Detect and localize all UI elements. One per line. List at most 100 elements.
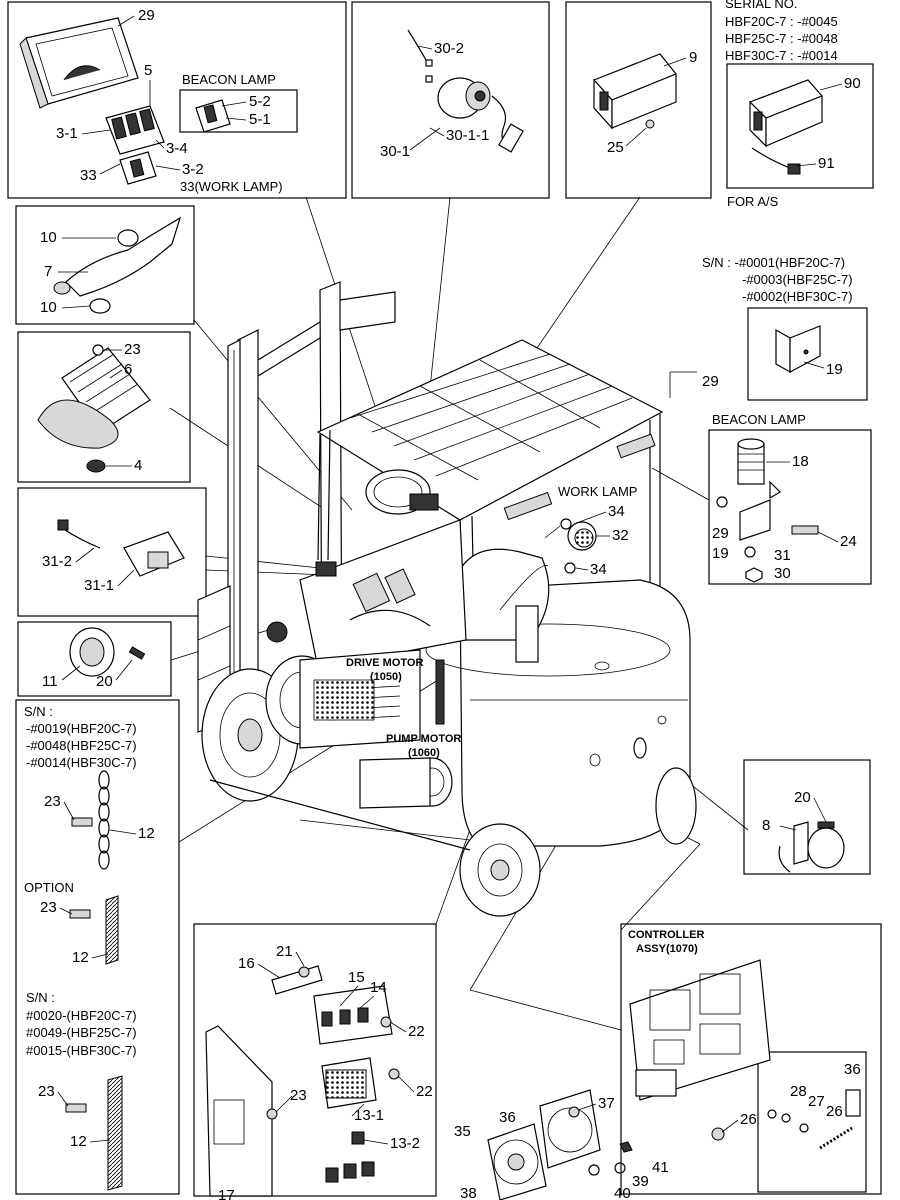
callout-31-1: 31-1	[84, 577, 114, 594]
callout-34-bottom: 34	[590, 561, 607, 578]
callout-10-top: 10	[40, 229, 57, 246]
horn-part	[53, 216, 182, 314]
callout-38: 38	[460, 1185, 477, 1200]
callout-13-1: 13-1	[354, 1107, 384, 1124]
for-as-label: FOR A/S	[727, 194, 779, 209]
callout-37: 37	[598, 1095, 615, 1112]
callout-36-controller: 36	[844, 1061, 861, 1078]
callout-30-beacon: 30	[774, 565, 791, 582]
callout-3-1: 3-1	[56, 125, 78, 142]
callout-23-fuse: 23	[290, 1087, 307, 1104]
callout-14: 14	[370, 979, 387, 996]
callout-17: 17	[218, 1187, 235, 1200]
sn-chain-line-4: -#0014(HBF30C-7)	[26, 755, 137, 770]
inset-grounding-panel	[15, 699, 180, 1195]
callout-18: 18	[792, 453, 809, 470]
callout-23-pedal: 23	[124, 341, 141, 358]
callout-31-beacon: 31	[774, 547, 791, 564]
callout-9: 9	[689, 49, 697, 66]
sn-bracket-line-2: -#0003(HBF25C-7)	[742, 272, 853, 287]
buzzer-part	[778, 821, 845, 873]
sn-chain-line-3: -#0048(HBF25C-7)	[26, 738, 137, 753]
serial-header-line-3: HBF30C-7 : -#0014	[725, 48, 838, 63]
callout-29: 29	[138, 7, 155, 24]
callout-33: 33	[80, 167, 97, 184]
controller-assembly-part	[629, 959, 861, 1150]
callout-20-horn: 20	[96, 673, 113, 690]
inset-fuse-panel	[193, 923, 437, 1197]
grounding-strap-later-part	[65, 1075, 123, 1191]
callout-20-buzzer: 20	[794, 789, 811, 806]
pump-motor-label: PUMP MOTOR	[386, 733, 461, 745]
callout-27: 27	[808, 1093, 825, 1110]
grounding-chain-part	[71, 770, 110, 870]
sn-bracket-line-1: S/N : -#0001(HBF20C-7)	[702, 255, 845, 270]
callout-15: 15	[348, 969, 365, 986]
harness-part	[57, 519, 185, 577]
serial-header-title: SERIAL NO.	[725, 0, 797, 11]
work-lamp-33-heading: 33(WORK LAMP)	[180, 179, 283, 194]
inset-harness-panel	[17, 487, 207, 617]
inset-key-switch-panel	[351, 1, 550, 199]
sn-strap-line-1: S/N :	[26, 990, 55, 1005]
inset-controller-panel	[620, 923, 882, 1195]
inset-for-as-panel	[726, 63, 874, 189]
callout-90: 90	[844, 75, 861, 92]
callout-4: 4	[134, 457, 142, 474]
sn-bracket-line-3: -#0002(HBF30C-7)	[742, 289, 853, 304]
callout-8: 8	[762, 817, 770, 834]
drive-motor-code: (1050)	[370, 671, 402, 683]
controller-code: ASSY(1070)	[636, 943, 698, 955]
inset-bracket-panel	[747, 307, 868, 401]
callout-23-strap: 23	[38, 1083, 55, 1100]
callout-3-4: 3-4	[166, 140, 188, 157]
callout-3-2: 3-2	[182, 161, 204, 178]
callout-19-bracket: 19	[826, 361, 843, 378]
callout-11: 11	[42, 673, 58, 690]
serial-header-line-1: HBF20C-7 : -#0045	[725, 14, 838, 29]
inset-horn-panel	[15, 205, 195, 325]
inset-controller-detail-panel	[757, 1051, 867, 1193]
inset-pedal-panel	[17, 331, 191, 483]
callout-16: 16	[238, 955, 255, 972]
inset-converter-panel	[565, 1, 712, 199]
inset-borders	[7, 1, 882, 1197]
converter-as-part	[748, 79, 824, 175]
callout-31-2: 31-2	[42, 553, 72, 570]
callout-7: 7	[44, 263, 52, 280]
inset-horn-button-panel	[17, 621, 172, 697]
switch-panel-part	[105, 105, 165, 185]
pump-motor-code: (1060)	[408, 747, 440, 759]
dashboard-display-part	[19, 17, 139, 109]
horn-button-part	[69, 627, 146, 677]
callout-41: 41	[652, 1159, 669, 1176]
sn-strap-line-3: #0049-(HBF25C-7)	[26, 1025, 137, 1040]
callout-12-option: 12	[72, 949, 89, 966]
beacon-lamp-part	[716, 438, 819, 583]
callout-19-beacon: 19	[712, 545, 729, 562]
callout-numbers: 29 5 5-2 5-1 3-1 3-4 33 3-2 30-2 30-1 30…	[38, 7, 861, 1200]
sn-strap-line-4: #0015-(HBF30C-7)	[26, 1043, 137, 1058]
sn-strap-line-2: #0020-(HBF20C-7)	[26, 1008, 137, 1023]
inset-dashboard-panel	[7, 1, 347, 199]
beacon-switch-part	[195, 99, 231, 133]
callout-5: 5	[144, 62, 152, 79]
inset-buzzer-panel	[743, 759, 871, 875]
forklift-body	[197, 281, 697, 917]
callout-25: 25	[607, 139, 624, 156]
callout-36-fan: 36	[499, 1109, 516, 1126]
converter-part	[592, 53, 677, 130]
callout-34-top: 34	[608, 503, 625, 520]
inset-beacon-panel	[708, 429, 872, 585]
callout-6: 6	[124, 361, 132, 378]
callout-26-controller: 26	[740, 1111, 757, 1128]
bracket-part	[775, 325, 821, 374]
work-lamp-heading: WORK LAMP	[558, 484, 637, 499]
accelerator-pedal-part	[37, 344, 151, 473]
drive-motor-label: DRIVE MOTOR	[346, 657, 423, 669]
controller-label: CONTROLLER	[628, 929, 704, 941]
callout-12-strap: 12	[70, 1133, 87, 1150]
beacon-switch-box	[179, 89, 298, 133]
